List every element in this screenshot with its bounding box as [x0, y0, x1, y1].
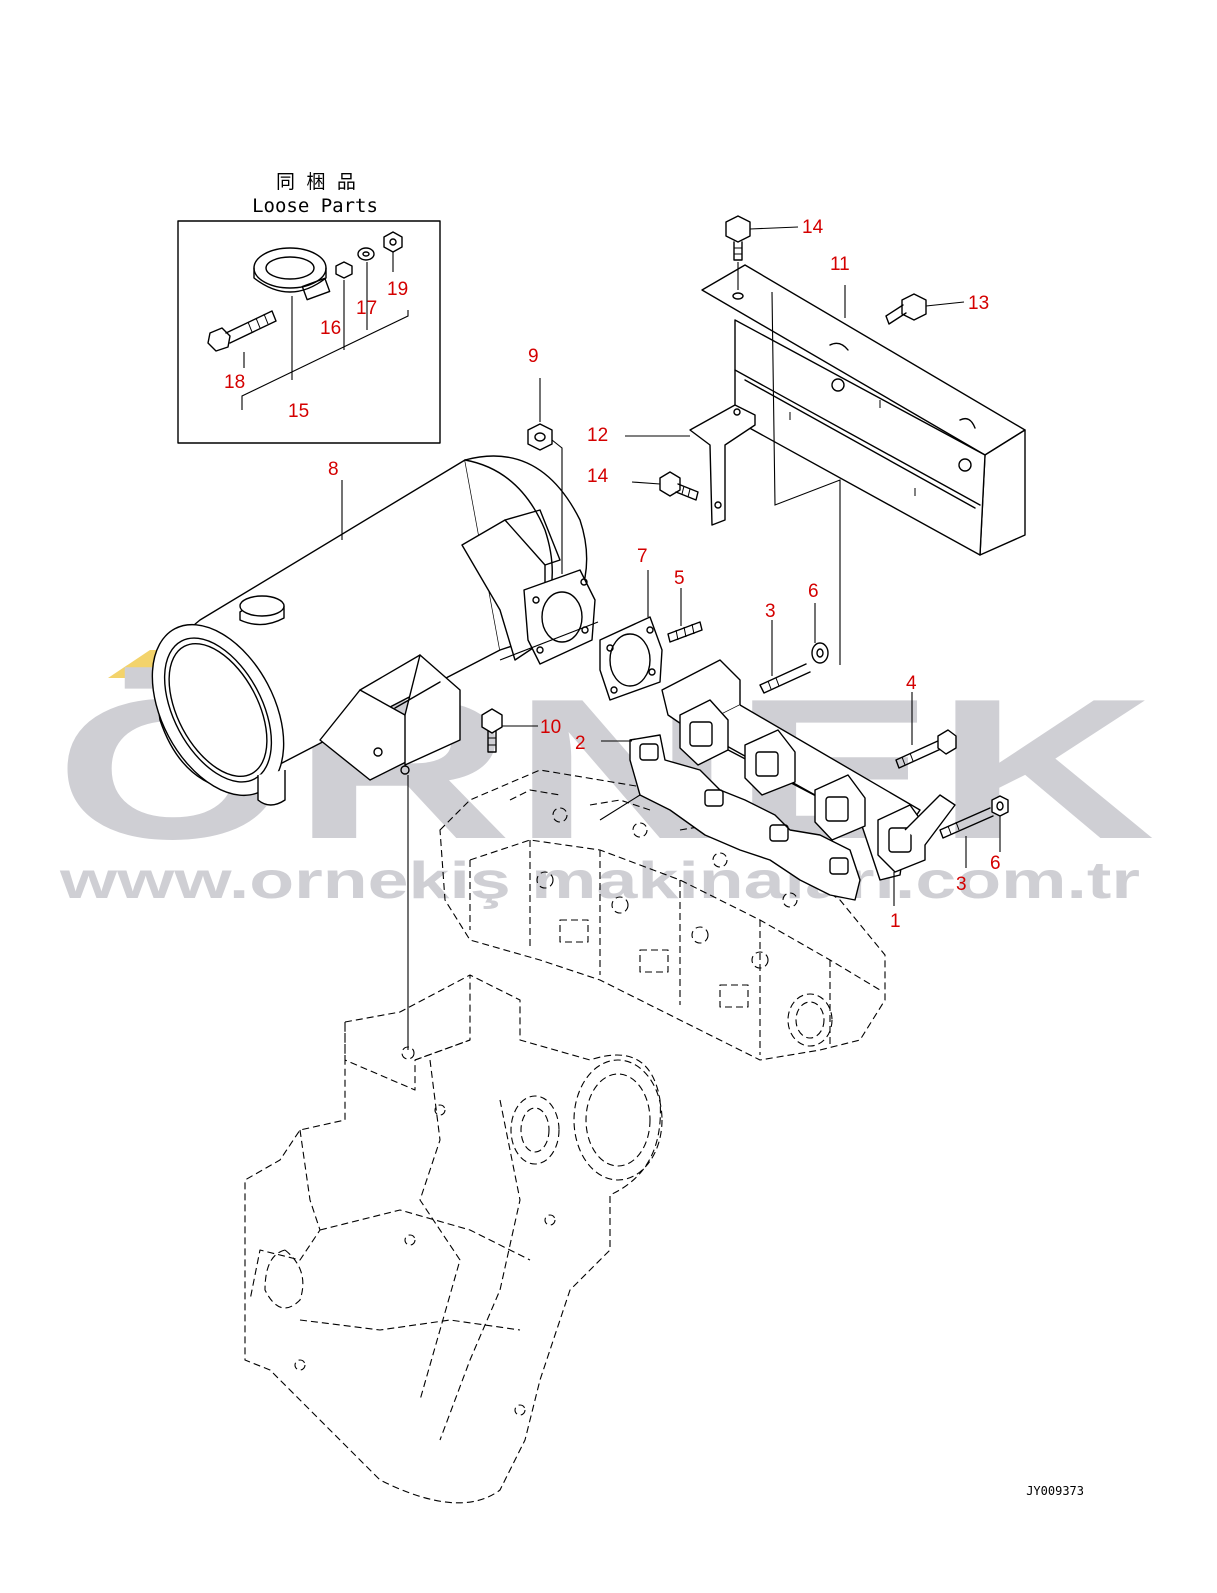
bolt-13-icon	[885, 293, 927, 325]
washer-6-upper-icon	[811, 642, 829, 664]
watermark-url: www.ornekiş makinalari.com.tr	[59, 852, 1140, 910]
callout-14-upper: 14	[802, 217, 824, 238]
callout-10: 10	[540, 717, 561, 738]
callout-13: 13	[968, 293, 989, 314]
loose-nut-19-icon	[383, 231, 403, 253]
heat-shield-11	[701, 264, 1026, 556]
muffler-body	[151, 455, 596, 806]
gasket-7-icon	[599, 616, 663, 701]
cylinder-head	[439, 769, 886, 1061]
washer-6-lower-icon	[991, 795, 1009, 817]
callout-18: 18	[224, 372, 245, 393]
loose-bolt-18-icon	[207, 310, 277, 352]
callout-17: 17	[356, 298, 377, 319]
loose-parts-title-jp: 同 梱 品	[276, 171, 356, 193]
bolt-10-icon	[481, 708, 503, 753]
bolt-14-upper-icon	[725, 215, 751, 261]
callout-9: 9	[528, 346, 539, 367]
leader-lines	[341, 226, 1001, 1050]
callout-3-upper: 3	[765, 601, 776, 622]
bolt-4-icon	[895, 729, 957, 769]
loose-washer-17-icon	[357, 247, 375, 261]
bolt-3-upper-icon	[759, 663, 811, 694]
drawing-code: JY009373	[1026, 1484, 1084, 1498]
flywheel-housing	[244, 974, 663, 1504]
callout-5: 5	[674, 568, 685, 589]
nut-9-icon	[527, 423, 553, 451]
callout-16: 16	[320, 318, 341, 339]
manifold-gasket-2-icon	[629, 734, 861, 901]
loose-parts-leaders	[241, 252, 409, 410]
callout-3-lower: 3	[956, 874, 967, 895]
callout-6-lower: 6	[990, 853, 1001, 874]
callout-7: 7	[637, 546, 648, 567]
callout-4: 4	[906, 673, 917, 694]
callout-8: 8	[328, 459, 339, 480]
callout-labels: 1 2 3 3 4 5 6 6 7 8 9 10 11 12 13 14 14 …	[224, 217, 1001, 932]
callout-12: 12	[587, 425, 608, 446]
loose-parts-title-en: Loose Parts	[252, 195, 378, 217]
callout-14-lower: 14	[587, 466, 609, 487]
loose-clamp-15-icon	[253, 247, 331, 301]
callout-15: 15	[288, 401, 309, 422]
bolt-3-lower-icon	[939, 807, 994, 839]
stud-5-icon	[667, 621, 703, 643]
exhaust-manifold	[661, 659, 956, 881]
loose-parts-box: 同 梱 品 Loose Parts	[177, 171, 441, 444]
callout-19: 19	[387, 279, 408, 300]
bolt-14-lower-icon	[659, 471, 699, 501]
callout-6-upper: 6	[808, 581, 819, 602]
bracket-12-icon	[689, 404, 756, 526]
callout-2: 2	[575, 733, 586, 754]
callout-1: 1	[890, 911, 901, 932]
callout-11: 11	[830, 254, 850, 275]
loose-nut-16-icon	[335, 261, 353, 279]
loose-parts-frame	[177, 220, 441, 444]
